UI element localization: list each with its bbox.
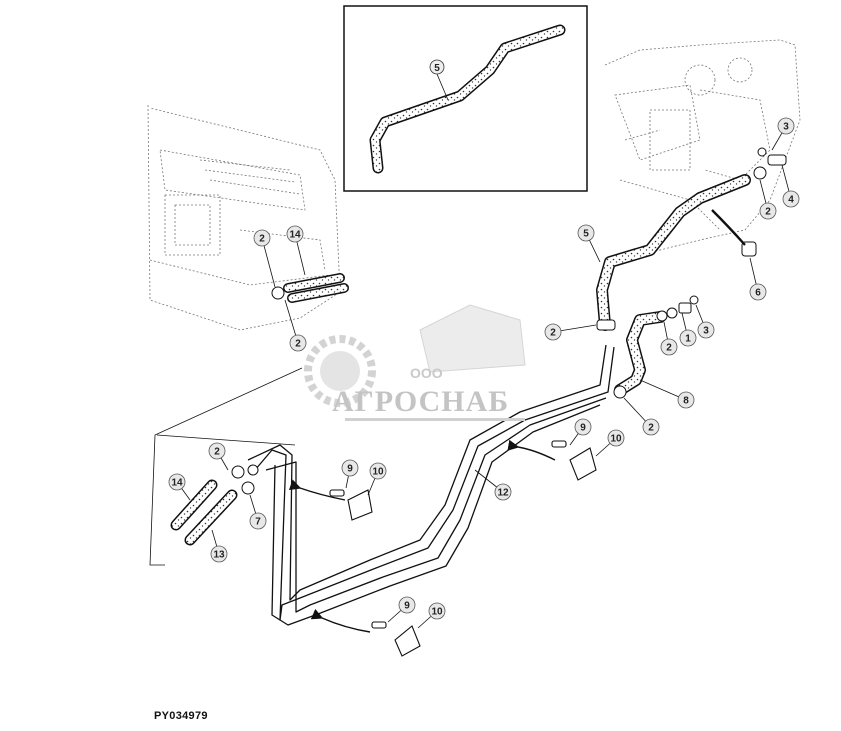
callout-number: 9 [347, 464, 353, 475]
callout-bubble [660, 338, 678, 356]
callout-bubble [607, 429, 625, 447]
callout-number: 2 [648, 423, 654, 434]
callout-bubble [577, 224, 595, 242]
figure-reference: PY034979 [154, 710, 208, 722]
callout-number: 1 [685, 334, 691, 345]
callout-number: 10 [610, 434, 622, 445]
callout-number: 2 [550, 328, 556, 339]
watermark: ООО АГРОСНАБ [304, 304, 526, 421]
callout-bubble [249, 512, 267, 530]
callout-bubble [677, 391, 695, 409]
callout-number: 2 [259, 234, 265, 245]
callout-bubble [749, 283, 767, 301]
callout-bubble [759, 202, 777, 220]
hoses-14-upper [283, 273, 349, 303]
callout-bubble [341, 459, 359, 477]
watermark-company-type: ООО [410, 365, 443, 381]
callout-number: 10 [372, 467, 384, 478]
watermark-company-name: АГРОСНАБ [332, 385, 509, 418]
callout-number: 12 [497, 488, 509, 499]
callout-number: 9 [580, 423, 586, 434]
callout-number: 2 [295, 339, 301, 350]
callout-leader [261, 237, 276, 288]
callout-number: 3 [783, 122, 789, 133]
hose-5 [596, 174, 751, 331]
callout-bubble [286, 225, 304, 243]
callout-bubble [208, 442, 226, 460]
bracket-set-middle [329, 489, 373, 521]
callout-number: 6 [755, 288, 761, 299]
callout-bubble [777, 117, 795, 135]
callout-number: 2 [666, 343, 672, 354]
callout-bubble [574, 418, 592, 436]
right-engine-outline [604, 39, 801, 256]
callout-number: 14 [289, 230, 301, 241]
callout-bubble [369, 462, 387, 480]
frame-lines [149, 367, 303, 566]
callout-bubble [642, 418, 660, 436]
callout-number: 3 [703, 326, 709, 337]
callout-bubble [697, 321, 715, 339]
left-engine-outline [147, 104, 341, 331]
callout-number: 8 [683, 396, 689, 407]
inset-part-callout [429, 59, 445, 75]
callout-bubble [782, 190, 800, 208]
inset-part-number: 5 [434, 63, 440, 74]
callout-number: 2 [765, 207, 771, 218]
callout-number: 7 [255, 517, 261, 528]
callout-bubble [398, 596, 416, 614]
hoses-14-13-lower [170, 479, 238, 546]
callout-bubble [210, 545, 228, 563]
assembly-arrows [288, 209, 746, 633]
callout-number: 4 [788, 195, 794, 206]
callout-bubble [289, 334, 307, 352]
callout-number: 2 [214, 447, 220, 458]
callout-bubble [494, 483, 512, 501]
callout-bubble [168, 473, 186, 491]
callout-bubble [679, 329, 697, 347]
callout-number: 9 [404, 601, 410, 612]
bracket-set-upper [551, 440, 597, 481]
callout-number: 5 [583, 229, 589, 240]
callout-number: 14 [171, 478, 183, 489]
callout-bubble [253, 229, 271, 247]
callout-bubble [544, 323, 562, 341]
inset-panel: 5 [343, 5, 588, 192]
hose-8 [614, 311, 666, 396]
bracket-set-lower [371, 621, 421, 657]
callout-bubble [428, 602, 446, 620]
clamps-and-fittings [231, 147, 787, 495]
callout-number: 13 [213, 550, 225, 561]
callout-number: 10 [431, 607, 443, 618]
